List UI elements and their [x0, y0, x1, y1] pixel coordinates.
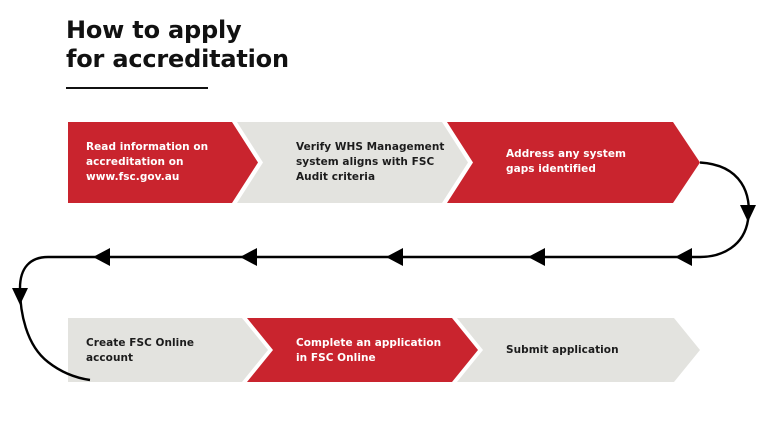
flow-step-2-label: Verify WHS Management system aligns with… [296, 141, 445, 183]
flow-step-1-label: Read information on accreditation on www… [86, 141, 209, 183]
connector-arrowhead-2 [240, 248, 257, 266]
flow-step-6-label: Submit application [506, 344, 619, 356]
connector-arrowhead-4 [528, 248, 545, 266]
page-title: How to apply for accreditation [66, 16, 486, 74]
page-title-line-2: for accreditation [66, 45, 289, 73]
connector-arrowhead-1 [93, 248, 110, 266]
connector-arrowhead-3 [386, 248, 403, 266]
connector-curve-right [699, 161, 750, 259]
flow-step-3-label: Address any system gaps identified [506, 148, 626, 175]
page-title-line-1: How to apply [66, 16, 242, 44]
connector-arrowhead-5 [675, 248, 692, 266]
connector-arrowhead-right-down [740, 205, 756, 222]
flow-step-5-label: Complete an application in FSC Online [296, 337, 442, 364]
connector-arrowhead-left-down [12, 288, 28, 305]
title-underline-rule [66, 87, 208, 89]
connector-curve-left [18, 255, 91, 382]
flow-step-4-label: Create FSC Online account [86, 337, 195, 364]
